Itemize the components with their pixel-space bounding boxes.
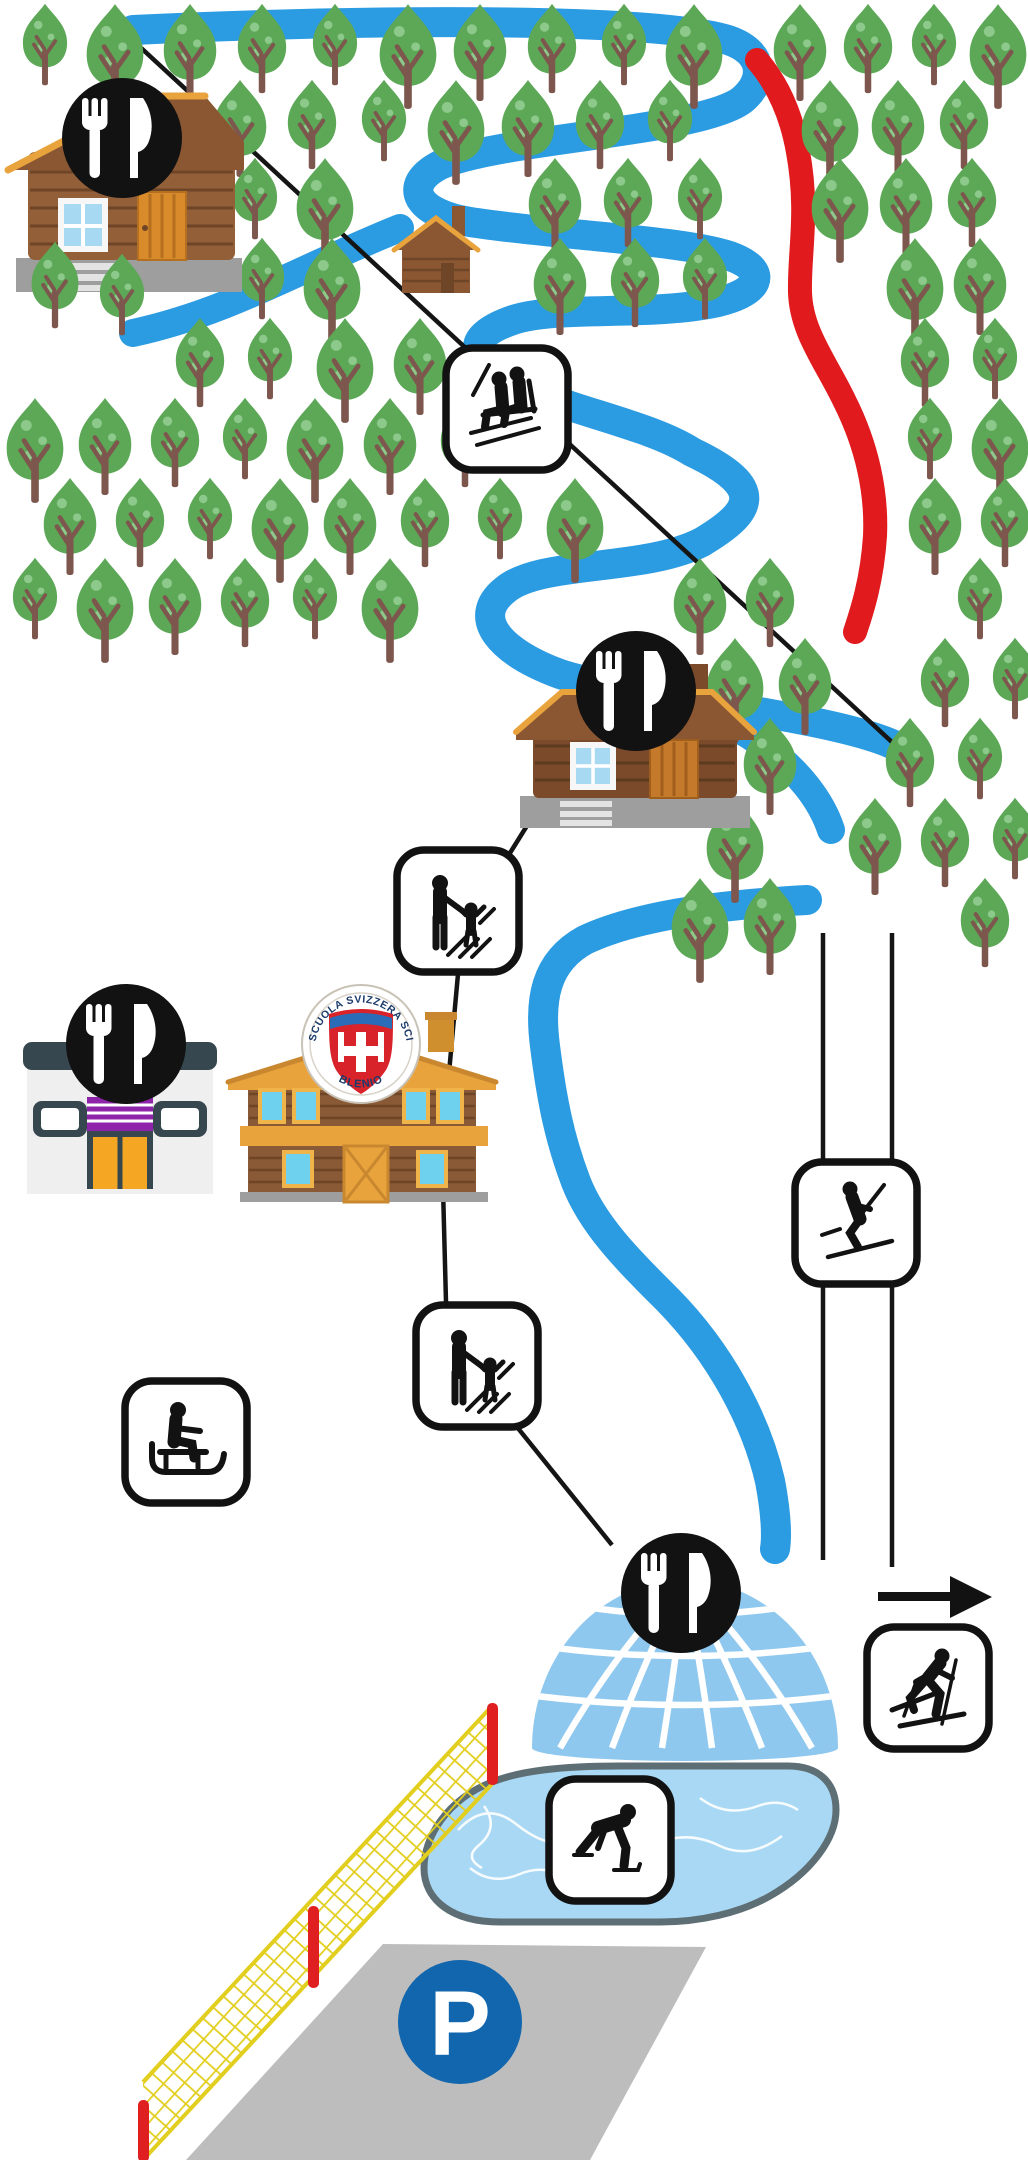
safety-net-fence [138,1703,498,2160]
tree [880,158,933,255]
tree [359,77,409,164]
tree [921,798,969,887]
school-door [342,1144,390,1204]
blue-sledging-trail-middle [528,885,822,1564]
tree [149,558,202,655]
tree [844,4,892,93]
school-logo-name-text: BLENIO [337,1073,384,1090]
tree [675,155,725,242]
child-lesson-badge-1 [397,850,519,972]
tree [981,478,1028,567]
school-windows [258,1088,464,1188]
tree [961,878,1009,967]
parking-p-icon: P [398,1960,522,2084]
tree [990,795,1028,882]
tree [221,558,269,647]
tree [77,558,134,663]
ski-school-logo: SCUOLA SVIZZERA SCI BLENIO [301,984,421,1104]
tree [812,158,869,263]
cabin-door [137,191,187,261]
button-lift-badge [795,1162,917,1284]
tree [901,318,949,407]
restaurant-icon [576,631,696,751]
tree [362,558,419,663]
fence-posts [138,1703,498,2160]
tree [948,158,996,247]
tree [849,798,902,895]
tree [955,555,1005,642]
tree [317,318,374,423]
tree [955,715,1005,802]
tree [116,478,164,567]
button-lift-icon [820,1181,895,1260]
cabin-door [649,739,699,799]
tree [245,315,295,402]
tree [905,395,955,482]
tree [401,478,449,567]
chairlift-icon [469,363,541,447]
child-lesson-badge-2 [416,1305,538,1427]
chairlift-badge [446,348,568,470]
sledging-badge [125,1381,247,1503]
tree [940,80,988,169]
parking-area: P [186,1944,706,2160]
tree [20,1,70,88]
tree [185,475,235,562]
tree [909,478,962,575]
parent-child-ski-icon [451,1330,515,1414]
parking-letter: P [429,1973,490,2075]
cabin-window [570,742,616,790]
cabin-window [58,198,108,252]
restaurant-icon [62,78,182,198]
tree [220,395,270,482]
tree [909,1,959,88]
tree [44,478,97,575]
tree [576,80,624,169]
tree [252,478,309,583]
restaurant-icon [621,1533,741,1653]
tree [475,475,525,562]
blue-sledging-trail-upper [118,7,913,762]
tree [954,238,1007,335]
red-ski-trail [745,48,888,644]
building-window [153,1101,207,1137]
tree [290,555,340,642]
small-cabin [391,206,481,293]
ice-skating-badge [549,1779,671,1901]
right-arrow-icon [878,1576,992,1618]
tree [151,398,199,487]
tree [7,398,64,503]
svg-text:BLENIO: BLENIO [337,1073,385,1090]
tree [394,318,447,415]
cross-country-badge [867,1627,989,1749]
tree [287,398,344,503]
tree [887,238,944,343]
restaurant-icon [66,984,186,1104]
sledging-icon [149,1402,227,1475]
ski-school-building [225,1012,499,1204]
tree [990,635,1028,722]
cross-country-skiing-icon [889,1648,967,1729]
tree [79,398,132,495]
tree [364,398,417,495]
tree [288,80,336,169]
tree [921,638,969,727]
tree [324,478,377,575]
tree [746,558,794,647]
parent-child-ski-icon [432,875,496,959]
tree [872,80,925,177]
building-window [33,1101,87,1137]
tree [645,77,695,164]
yellow-door [87,1131,153,1189]
ice-skating-icon [572,1804,642,1872]
tree [674,558,727,655]
tree [970,4,1027,109]
tree [10,555,60,642]
